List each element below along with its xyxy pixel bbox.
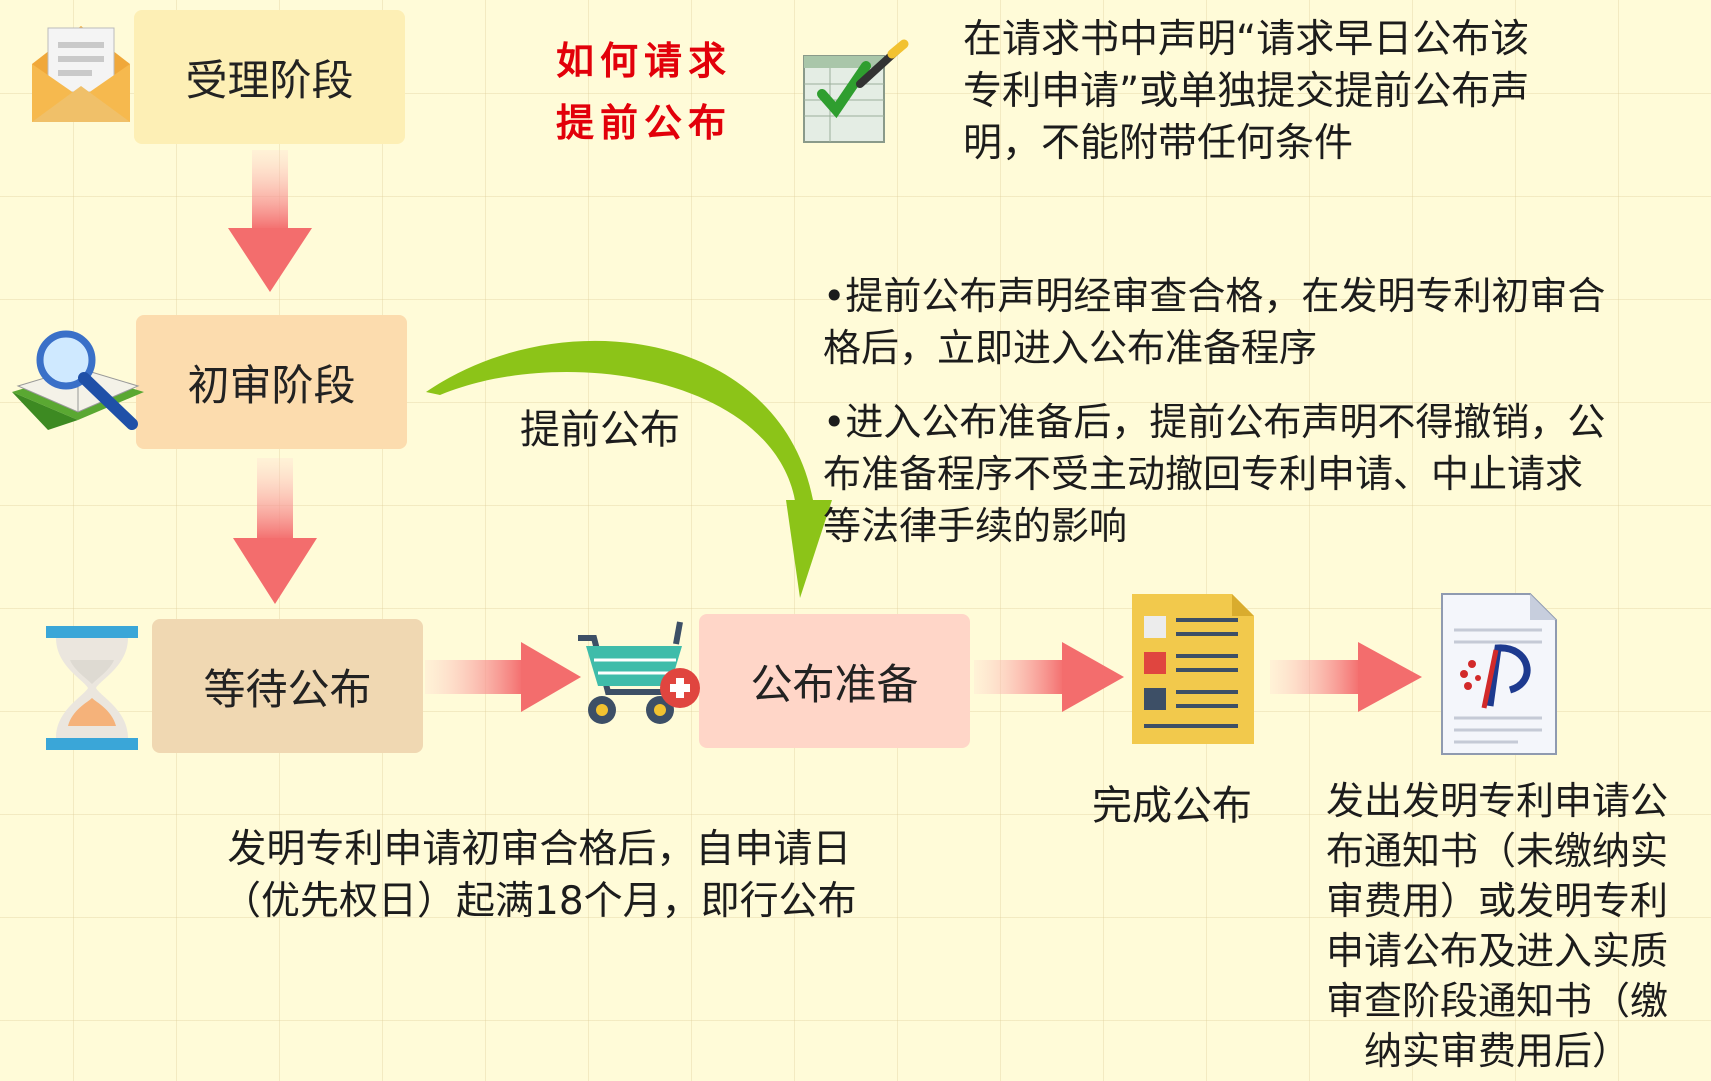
notice-line1: 发出发明专利申请公 [1326, 779, 1669, 823]
request-line3: 明，不能附带任何条件 [963, 121, 1354, 166]
document-list-icon [1132, 594, 1254, 744]
early-publish-label: 提前公布 [520, 407, 680, 453]
request-description: 在请求书中声明“请求早日公布该 专利申请”或单独提交提前公布声 明，不能附带任何… [963, 14, 1529, 170]
stage-wait-label: 等待公布 [203, 664, 372, 714]
patent-document-icon [1441, 593, 1557, 755]
notice-line4: 申请公布及进入实质 [1326, 929, 1669, 973]
normal-publish-description: 发明专利申请初审合格后，自申请日 （优先权日）起满18个月，即行公布 [222, 824, 857, 928]
how-to-line1: 如何请求 [556, 38, 733, 83]
arrow-down-1 [228, 150, 312, 292]
stage-accept-label: 受理阶段 [185, 55, 354, 105]
request-line1: 在请求书中声明“请求早日公布该 [963, 17, 1530, 62]
notice-line2: 布通知书（未缴纳实 [1326, 829, 1669, 873]
stage-accept-box: 受理阶段 [134, 10, 405, 144]
notice-description: 发出发明专利申请公 布通知书（未缴纳实 审费用）或发明专利 申请公布及进入实质 … [1326, 776, 1668, 1076]
arrow-down-2 [233, 458, 317, 604]
bottom-line1: 发明专利申请初审合格后，自申请日 [227, 827, 852, 872]
note1-line1: •提前公布声明经审查合格，在发明专利初审合 [823, 274, 1606, 318]
hourglass-icon [46, 626, 138, 750]
magnifier-book-icon [12, 330, 144, 430]
stage-prepare-box: 公布准备 [699, 614, 970, 748]
arrow-right-3 [1270, 642, 1422, 712]
bottom-line2: （优先权日）起满18个月，即行公布 [222, 879, 857, 924]
note2-line2: 布准备程序不受主动撤回专利申请、中止请求 [823, 452, 1584, 496]
stage-prepare-label: 公布准备 [750, 659, 919, 709]
arrow-right-2 [974, 642, 1124, 712]
cart-icon [578, 621, 700, 724]
envelope-icon [32, 26, 130, 122]
checklist-icon [803, 39, 909, 143]
stage-prelim-box: 初审阶段 [136, 315, 407, 449]
notice-line6: 纳实审费用后） [1364, 1029, 1631, 1073]
stage-prelim-label: 初审阶段 [187, 360, 356, 410]
arrow-right-1 [425, 642, 581, 712]
note2-line3: 等法律手续的影响 [823, 504, 1128, 548]
early-publish-notes: •提前公布声明经审查合格，在发明专利初审合 格后，立即进入公布准备程序 •进入公… [823, 270, 1605, 552]
note2-line1: •进入公布准备后，提前公布声明不得撤销，公 [823, 400, 1606, 444]
complete-publish-label: 完成公布 [1092, 783, 1252, 829]
notice-line3: 审费用）或发明专利 [1326, 879, 1669, 923]
stage-wait-box: 等待公布 [152, 619, 423, 753]
how-to-title: 如何请求 提前公布 [556, 30, 732, 154]
notice-line5: 审查阶段通知书（缴 [1326, 979, 1669, 1023]
how-to-line2: 提前公布 [556, 100, 733, 145]
note1-line2: 格后，立即进入公布准备程序 [823, 326, 1318, 370]
request-line2: 专利申请”或单独提交提前公布声 [963, 69, 1530, 114]
early-publish-curve-arrow [426, 340, 832, 598]
